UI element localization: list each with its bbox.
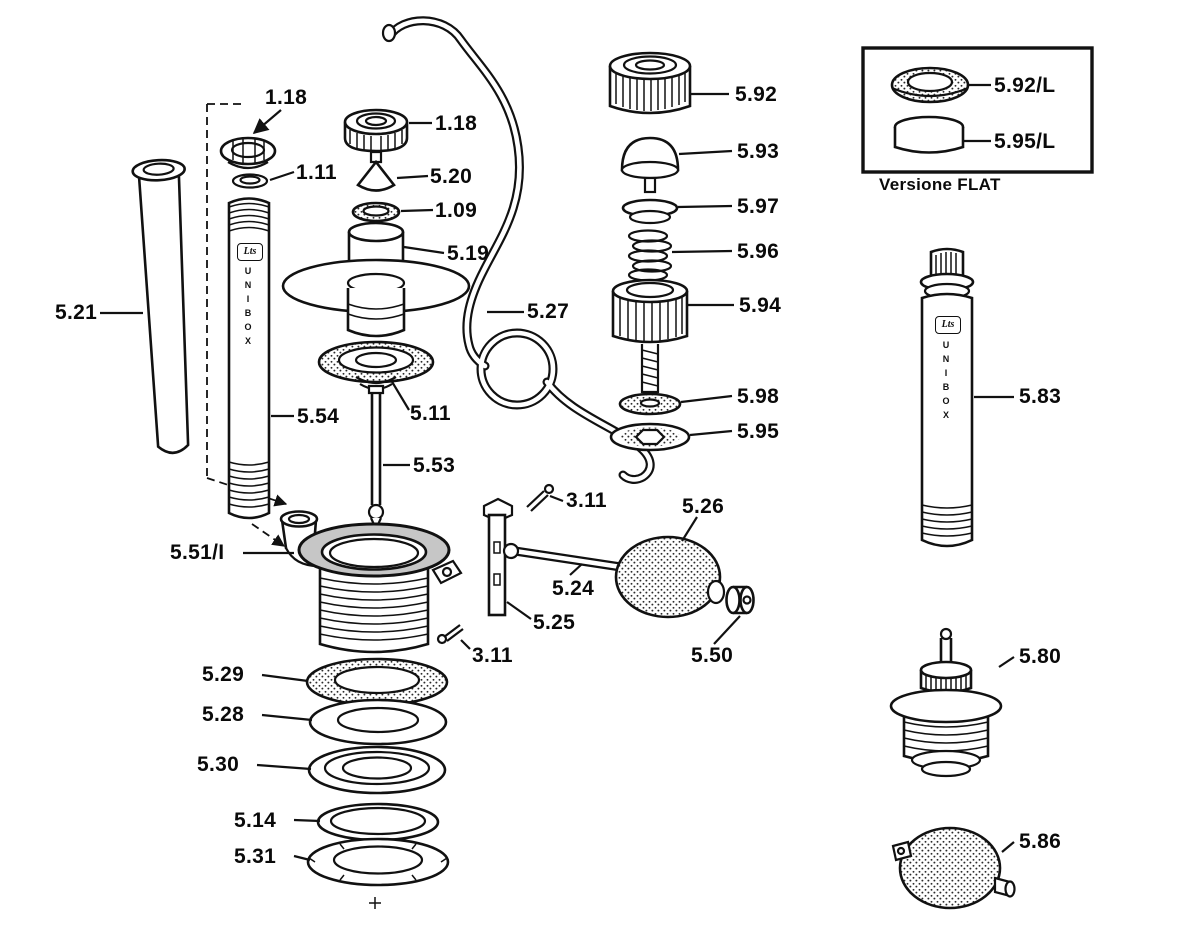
brand-vertical-text: UNIBOX — [941, 340, 951, 424]
pin-3-11-bottom-drawing — [436, 624, 464, 645]
part-label-5-21: 5.21 — [55, 301, 98, 324]
part-label-5-25: 5.25 — [533, 611, 576, 634]
body-5-51-drawing — [279, 510, 463, 654]
funnel-5-20-drawing — [356, 150, 396, 192]
part-label-1-09: 1.09 — [435, 199, 478, 222]
part-label-1-11: 1.11 — [296, 161, 337, 184]
part-label-5-14: 5.14 — [234, 809, 277, 832]
part-label-3-11-b: 3.11 — [472, 644, 513, 667]
brand-logo: Lts — [935, 316, 961, 334]
part-label-5-11: 5.11 — [410, 402, 451, 425]
ring-5-29-drawing — [305, 657, 449, 707]
part-label-5-20: 5.20 — [430, 165, 473, 188]
disc-5-97-drawing — [621, 198, 679, 225]
valve-5-80-drawing — [889, 627, 1003, 778]
part-label-5-94: 5.94 — [739, 294, 782, 317]
part-label-5-98: 5.98 — [737, 385, 780, 408]
float-5-26-drawing — [614, 535, 726, 619]
part-label-5-92: 5.92 — [735, 83, 778, 106]
bracket-5-25-drawing — [482, 497, 514, 617]
center-mark — [369, 897, 381, 909]
part-label-5-95: 5.95 — [737, 420, 780, 443]
tube-5-27-drawing — [381, 16, 655, 484]
ring-5-28-drawing — [308, 698, 448, 746]
brand-vertical-text: UNIBOX — [243, 266, 253, 350]
brand-logo: Lts — [237, 243, 263, 261]
part-label-5-97: 5.97 — [737, 195, 780, 218]
part-label-5-31: 5.31 — [234, 845, 277, 868]
part-label-5-30: 5.30 — [197, 753, 240, 776]
part-label-5-26: 5.26 — [682, 495, 725, 518]
part-label-5-80: 5.80 — [1019, 645, 1062, 668]
part-label-5-86: 5.86 — [1019, 830, 1062, 853]
part-label-5-50: 5.50 — [691, 644, 734, 667]
part-label-5-92-L: 5.92/L — [994, 74, 1056, 97]
inset-box — [861, 46, 1094, 174]
part-label-5-28: 5.28 — [202, 703, 245, 726]
part-label-3-11-a: 3.11 — [566, 489, 607, 512]
cap-5-50-drawing — [725, 585, 755, 615]
inset-caption: Versione FLAT — [879, 175, 1001, 194]
tube-5-54-drawing — [227, 197, 271, 520]
part-label-5-19: 5.19 — [447, 242, 490, 265]
rod-5-24-drawing — [502, 542, 639, 574]
part-label-5-53: 5.53 — [413, 454, 456, 477]
float-5-86-drawing — [891, 826, 1016, 910]
part-label-5-51-I: 5.51/I — [170, 541, 225, 564]
seal-5-11-drawing — [317, 340, 435, 391]
body-5-19-drawing — [281, 221, 471, 338]
leader-lines — [100, 83, 1015, 862]
part-label-1-18-a: 1.18 — [265, 86, 308, 109]
disc-5-95-drawing — [609, 422, 691, 452]
ring-5-14-drawing — [316, 802, 440, 842]
nut-1-18-drawing — [219, 136, 277, 170]
part-label-5-93: 5.93 — [737, 140, 780, 163]
part-label-5-95-L: 5.95/L — [994, 130, 1056, 153]
part-label-5-24: 5.24 — [552, 577, 595, 600]
cap-1-18-drawing — [343, 108, 409, 153]
tube-5-83-drawing — [919, 247, 975, 548]
part-label-5-29: 5.29 — [202, 663, 245, 686]
washer-5-98-drawing — [618, 392, 682, 416]
dome-5-93-drawing — [620, 136, 680, 194]
part-label-5-96: 5.96 — [737, 240, 780, 263]
part-label-5-54: 5.54 — [297, 405, 340, 428]
ring-5-30-drawing — [307, 745, 447, 795]
tube-5-21-drawing — [131, 158, 190, 455]
part-label-5-27: 5.27 — [527, 300, 570, 323]
pin-3-11-top-drawing — [526, 483, 555, 512]
spring-5-96-drawing — [627, 229, 673, 282]
part-label-1-18-b: 1.18 — [435, 112, 478, 135]
ring-1-09-drawing — [351, 201, 401, 223]
ring-5-31-drawing — [306, 837, 450, 887]
rod-5-53-drawing — [367, 384, 385, 532]
cap-5-92-drawing — [608, 51, 692, 115]
cylinder-5-94-drawing — [611, 278, 689, 394]
part-label-5-83: 5.83 — [1019, 385, 1062, 408]
ring-1-11-drawing — [231, 173, 269, 189]
